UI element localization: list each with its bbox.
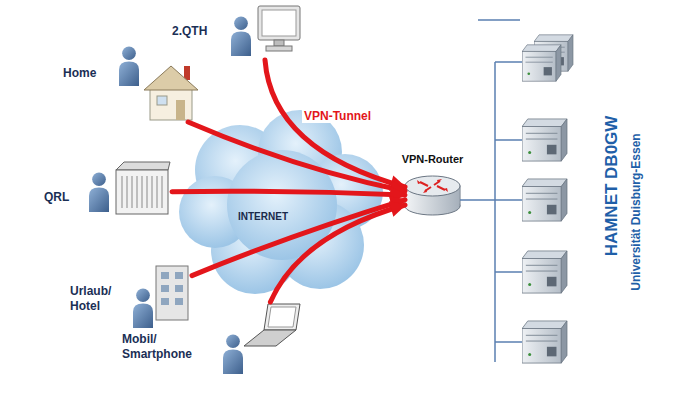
vpn-router: VPN-Router [405, 175, 460, 215]
vpn-tunnel-arrow [172, 191, 405, 195]
user-site: Home [115, 44, 201, 122]
network-name: HAMNET DB0GW [602, 116, 622, 257]
person-icon [223, 334, 243, 374]
building-icon [156, 266, 188, 320]
user-site: Mobil/ Smartphone [220, 302, 304, 376]
router-label: VPN-Router [402, 153, 464, 166]
site-label: Mobil/ Smartphone [122, 332, 192, 362]
person-icon [231, 16, 251, 56]
person-icon [89, 172, 109, 212]
network-bus [460, 20, 522, 362]
institution-name: Universität Duisburg-Essen [629, 133, 643, 290]
site-label: Urlaub/ Hotel [70, 284, 111, 314]
monitor-icon [258, 6, 300, 51]
router-icon [405, 176, 460, 215]
vpn-tunnel-arrow [270, 205, 405, 302]
vpn-tunnel-arrow [265, 60, 405, 187]
site-label: Home [63, 66, 96, 81]
edge-label: VPN-Tunnel [302, 109, 373, 123]
person-icon [119, 46, 139, 86]
site-label: QRL [44, 190, 69, 205]
site-label: 2.QTH [172, 24, 207, 39]
office-machine-icon [116, 162, 170, 214]
cloud-label: INTERNET [238, 211, 288, 222]
house-icon [144, 66, 198, 120]
laptop-icon [244, 304, 300, 346]
user-site: 2.QTH [228, 4, 302, 60]
server-icons [522, 35, 573, 363]
user-site: Urlaub/ Hotel [130, 262, 192, 330]
user-site: QRL [86, 162, 172, 216]
person-icon [133, 288, 153, 328]
vpn-tunnel-arrow [188, 122, 405, 191]
